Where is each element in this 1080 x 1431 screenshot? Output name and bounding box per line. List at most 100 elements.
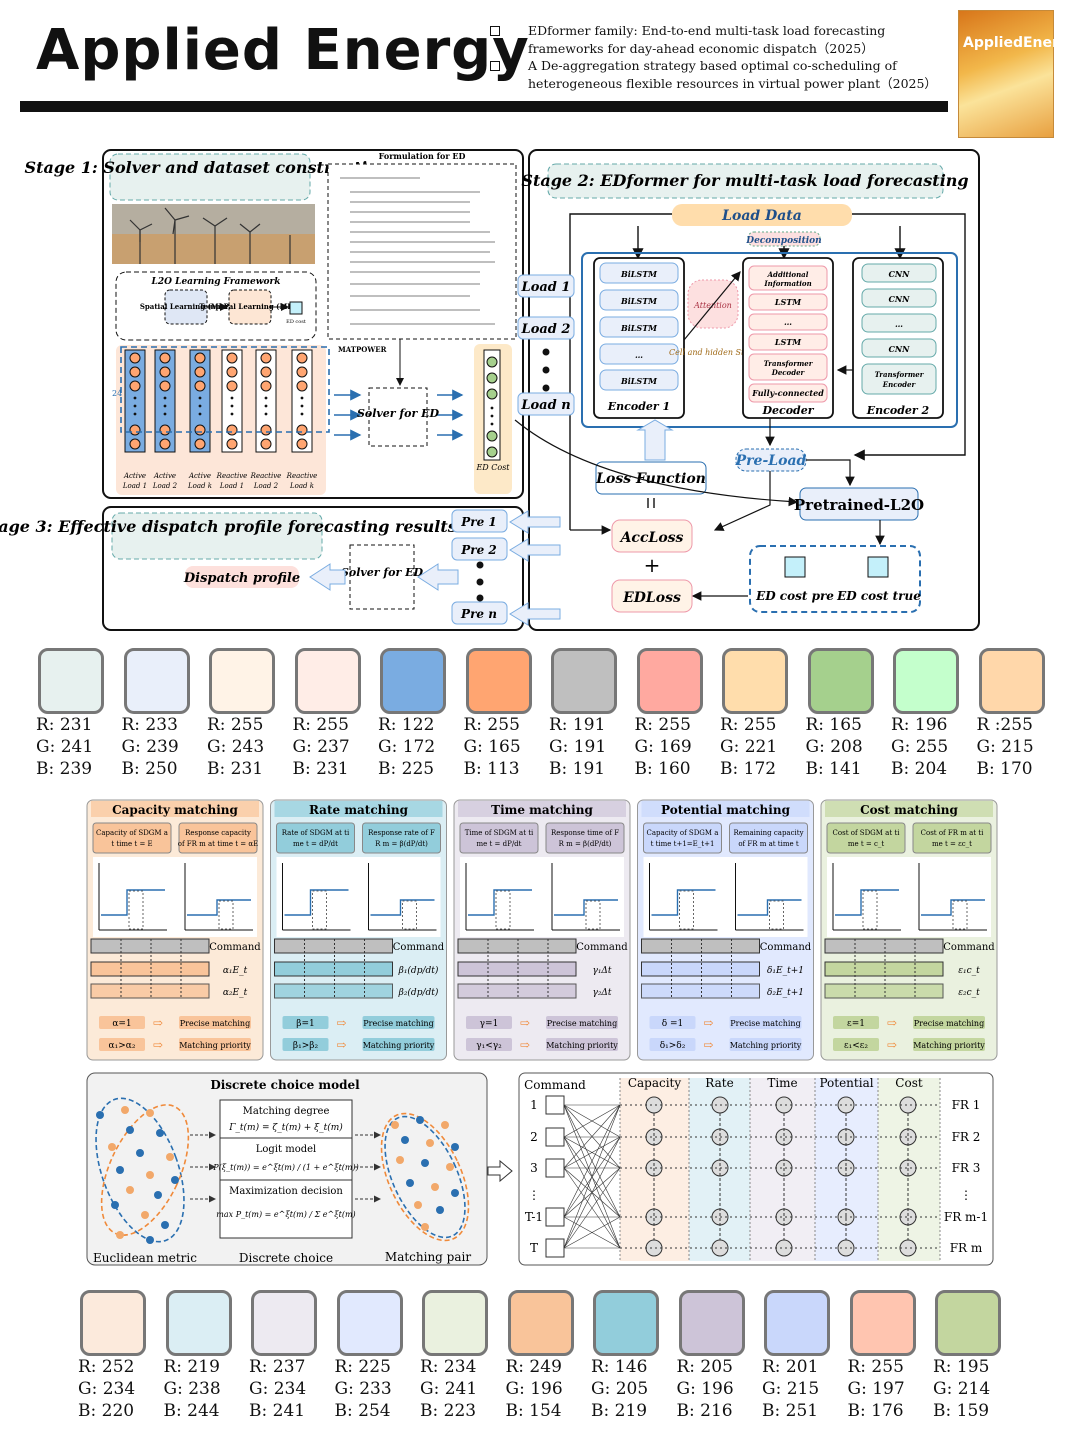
bipartite-column-header: Cost bbox=[895, 1076, 923, 1090]
fr-node bbox=[775, 1239, 793, 1257]
encoder2-layer bbox=[861, 338, 937, 358]
rgb-value: B: 239 bbox=[36, 759, 93, 779]
color-swatch bbox=[38, 648, 104, 714]
rgb-value: R: 205 bbox=[676, 1357, 733, 1377]
point bbox=[171, 1176, 179, 1184]
command-label: Command bbox=[576, 942, 628, 953]
dcm-formula-box bbox=[219, 1099, 353, 1239]
rgb-value: B: 220 bbox=[78, 1401, 135, 1421]
matching-priority-label: Matching priority bbox=[546, 1041, 618, 1050]
rgb-value: G: 208 bbox=[805, 737, 863, 757]
point bbox=[141, 1211, 149, 1219]
load-column bbox=[291, 349, 313, 453]
rgb-value: B: 170 bbox=[976, 759, 1033, 779]
rgb-value: R: 237 bbox=[249, 1357, 306, 1377]
panel-criterion-1: Cost of SDGM at ti bbox=[833, 829, 901, 837]
edloss-box[interactable] bbox=[611, 579, 693, 613]
color-swatch bbox=[678, 1290, 745, 1356]
journal-cover-image: AppliedEnergy bbox=[958, 10, 1078, 138]
prediction-box bbox=[451, 509, 508, 533]
point bbox=[108, 1143, 116, 1151]
svg-text:⇨: ⇨ bbox=[703, 1038, 713, 1052]
plus-sign: + bbox=[644, 553, 661, 577]
rgb-value: R: 255 bbox=[847, 1357, 904, 1377]
rgb-value: R :255 bbox=[976, 715, 1033, 735]
panel-criterion-1: Capacity of SDGM a bbox=[647, 829, 719, 837]
color-swatch bbox=[294, 648, 361, 714]
rgb-value: G: 234 bbox=[249, 1379, 307, 1399]
encoder1-layer bbox=[599, 289, 679, 311]
panel-coefficient-1: δ₁E_t+1 bbox=[767, 966, 804, 976]
rgb-value: B: 172 bbox=[720, 759, 777, 779]
matching-priority-label: Matching priority bbox=[913, 1041, 985, 1050]
rgb-value: B: 231 bbox=[207, 759, 264, 779]
color-swatch bbox=[551, 648, 617, 714]
color-swatch bbox=[636, 648, 703, 714]
point bbox=[451, 1143, 459, 1151]
panel-criterion-2: Cost of FR m at ti bbox=[921, 829, 984, 837]
rgb-value: R: 255 bbox=[463, 715, 520, 735]
panel-criterion-1: me t = dP/dt bbox=[477, 840, 522, 848]
stage3-title: Stage 3: Effective dispatch profile fore… bbox=[0, 517, 457, 536]
panel-equal-condition: β=1 bbox=[296, 1019, 314, 1029]
cover-title: AppliedEnergy bbox=[963, 35, 1079, 51]
bipartite-column-header: Time bbox=[767, 1076, 797, 1090]
rgb-value: G: 233 bbox=[334, 1379, 392, 1399]
rgb-value: G: 241 bbox=[420, 1379, 478, 1399]
fr-node bbox=[775, 1208, 793, 1226]
neuron bbox=[260, 424, 272, 436]
point bbox=[396, 1156, 404, 1164]
panel-coefficient-2: α₂E_t bbox=[223, 988, 248, 998]
prediction-label: Pre 1 bbox=[460, 515, 497, 529]
decoder-layer-label: Decoder bbox=[771, 368, 806, 377]
svg-text:⇨: ⇨ bbox=[887, 1016, 897, 1030]
ed-cost-pre-label: ED cost pre bbox=[755, 589, 834, 603]
rgb-value: G: 165 bbox=[463, 737, 521, 757]
neuron bbox=[129, 380, 141, 392]
fr-node bbox=[645, 1239, 663, 1257]
rgb-value: G: 215 bbox=[976, 737, 1034, 757]
svg-text:⇨: ⇨ bbox=[153, 1016, 163, 1030]
rgb-value: R: 195 bbox=[933, 1357, 990, 1377]
point bbox=[421, 1159, 429, 1167]
ed-cost-small-label: ED cost bbox=[286, 319, 306, 325]
rgb-value: B: 141 bbox=[805, 759, 862, 779]
bipartite-right-label: ⋮ bbox=[960, 1188, 972, 1202]
rgb-value: G: 196 bbox=[676, 1379, 734, 1399]
encoder2-layer-label: Transformer bbox=[875, 370, 925, 379]
neuron bbox=[226, 380, 238, 392]
color-swatch bbox=[507, 1290, 574, 1356]
decoder-layer-label: Fully-connected bbox=[751, 388, 824, 398]
rgb-value: G: 172 bbox=[378, 737, 436, 757]
neuron bbox=[260, 366, 272, 378]
euclidean-label: Euclidean metric bbox=[93, 1251, 197, 1265]
encoder1-label: Encoder 1 bbox=[607, 400, 670, 413]
rgb-value: R: 255 bbox=[634, 715, 691, 735]
rgb-value: R: 255 bbox=[720, 715, 777, 735]
load-column bbox=[221, 349, 243, 453]
stage3-box bbox=[102, 506, 524, 631]
neuron bbox=[194, 366, 206, 378]
point bbox=[446, 1163, 454, 1171]
point bbox=[421, 1223, 429, 1231]
rgb-value: B: 159 bbox=[933, 1401, 990, 1421]
accloss-box[interactable] bbox=[611, 519, 693, 553]
neuron bbox=[486, 430, 498, 442]
point bbox=[406, 1179, 414, 1187]
point bbox=[166, 1153, 174, 1161]
panel-title: Potential matching bbox=[661, 803, 791, 817]
neuron bbox=[129, 352, 141, 364]
matching-pair-label: Matching pair bbox=[385, 1250, 471, 1264]
load-column-label: Load k bbox=[187, 482, 212, 490]
bipartite-left-label: 3 bbox=[530, 1161, 538, 1175]
rgb-value: R: 231 bbox=[36, 715, 93, 735]
